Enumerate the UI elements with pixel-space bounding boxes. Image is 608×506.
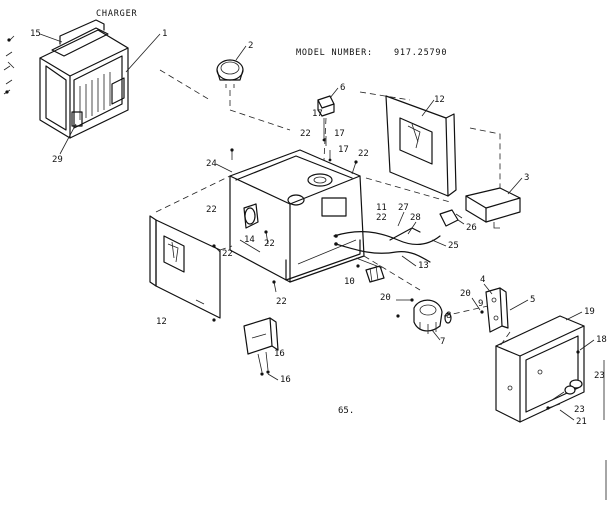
callout-7: 7 <box>440 337 445 347</box>
callout-24: 24 <box>206 159 217 169</box>
callout-12-left: 12 <box>156 317 167 327</box>
callout-20-b: 20 <box>460 289 471 299</box>
terminal-block-part <box>356 264 385 283</box>
callout-27: 27 <box>398 203 409 213</box>
front-panel-part <box>495 315 585 423</box>
mounting-bracket-part <box>485 287 509 333</box>
callout-9: 9 <box>478 299 483 309</box>
callout-16-b: 16 <box>280 375 291 385</box>
callout-21: 21 <box>576 417 587 427</box>
callout-22-g: 22 <box>276 297 287 307</box>
charger-assembly <box>3 19 129 139</box>
page-number: 65. <box>338 406 354 416</box>
model-number-label: MODEL NUMBER: <box>296 48 373 58</box>
callout-19: 19 <box>584 307 595 317</box>
callout-17-a: 17 <box>312 109 323 119</box>
meter-part <box>216 59 244 88</box>
callout-3: 3 <box>524 173 529 183</box>
callout-25: 25 <box>448 241 459 251</box>
wiring-harness-part <box>333 227 441 269</box>
callout-2: 2 <box>248 41 253 51</box>
callout-23-a: 23 <box>594 371 605 381</box>
callout-22-d: 22 <box>264 239 275 249</box>
callout-12-top: 12 <box>434 95 445 105</box>
callout-22-a: 22 <box>300 129 311 139</box>
callout-11: 11 <box>376 203 387 213</box>
callout-16-a: 16 <box>274 349 285 359</box>
plug-part <box>439 209 465 227</box>
model-number-value: 917.25790 <box>394 48 447 58</box>
callout-10: 10 <box>344 277 355 287</box>
callout-1: 1 <box>162 29 167 39</box>
screw-20-a <box>396 298 414 318</box>
callout-22-f: 22 <box>376 213 387 223</box>
base-block-part <box>465 187 521 229</box>
rectifier-part <box>413 299 443 334</box>
charger-caption: CHARGER <box>96 9 138 19</box>
callout-17-c: 17 <box>338 145 349 155</box>
side-panel-part <box>149 215 221 322</box>
callout-23-b: 23 <box>574 405 585 415</box>
callout-18: 18 <box>596 335 607 345</box>
callout-14: 14 <box>244 235 255 245</box>
screw-set <box>212 118 358 293</box>
callout-22-e: 22 <box>222 249 233 259</box>
callout-22-c: 22 <box>206 205 217 215</box>
main-chassis-part <box>229 149 365 283</box>
callout-20-a: 20 <box>380 293 391 303</box>
callout-26: 26 <box>466 223 477 233</box>
washer-8 <box>444 312 452 324</box>
panel-knob-23 <box>546 379 583 410</box>
callout-17-b: 17 <box>334 129 345 139</box>
callout-28: 28 <box>410 213 421 223</box>
callout-4: 4 <box>480 275 485 285</box>
rear-panel-part <box>385 95 457 197</box>
callout-15: 15 <box>30 29 41 39</box>
knob-part <box>317 95 335 117</box>
callout-5: 5 <box>530 295 535 305</box>
callout-13: 13 <box>418 261 429 271</box>
bracket-part <box>243 317 279 376</box>
callout-22-b: 22 <box>358 149 369 159</box>
callout-8: 8 <box>446 311 451 321</box>
callout-6: 6 <box>340 83 345 93</box>
callout-29: 29 <box>52 155 63 165</box>
